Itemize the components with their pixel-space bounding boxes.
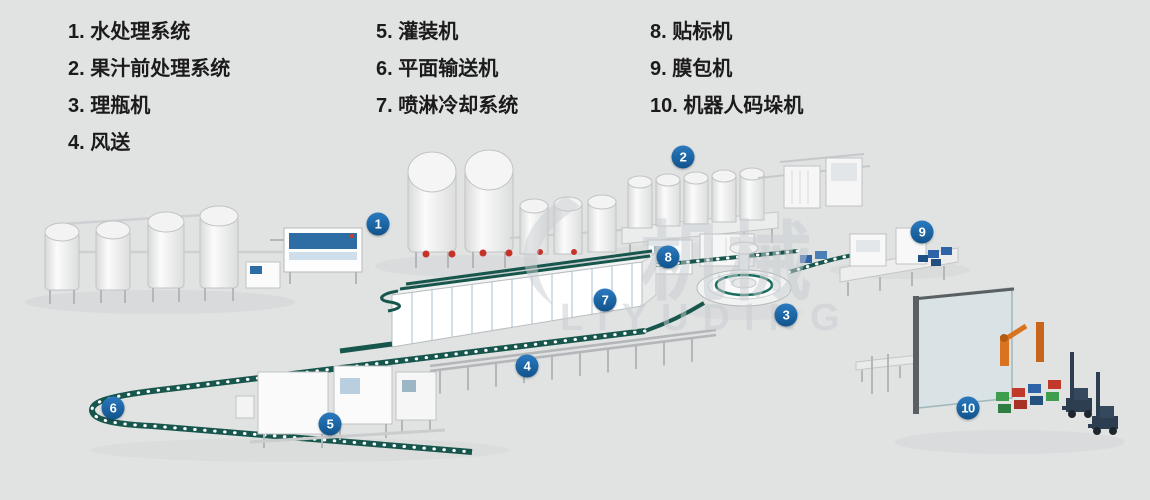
forklift-1 xyxy=(1062,352,1092,418)
badge-9-film-wrapper: 9 xyxy=(910,220,934,244)
badge-6-flat-conveyor: 6 xyxy=(101,396,125,420)
pretreatment-control-cabinet xyxy=(270,227,363,284)
air-conveyor-truss xyxy=(429,328,717,394)
water-treatment-tanks xyxy=(44,205,283,304)
badge-4-air-conveyor: 4 xyxy=(515,354,539,378)
wrapped-packs xyxy=(800,247,952,266)
juice-pretreatment-platform xyxy=(621,167,779,258)
legend-item-8: 8. 贴标机 xyxy=(650,21,733,43)
filling-machine xyxy=(235,365,446,448)
large-tanks xyxy=(407,149,514,268)
bottle-unscrambler xyxy=(644,241,856,333)
badge-1-water-treatment: 1 xyxy=(366,212,390,236)
legend-item-2: 2. 果汁前处理系统 xyxy=(68,58,231,80)
top-right-machines xyxy=(757,153,871,209)
legend-column-3: 8. 贴标机 9. 膜包机 10. 机器人码垛机 xyxy=(650,14,803,125)
legend: 1. 水处理系统 2. 果汁前处理系统 3. 理瓶机 4. 风送 5. 灌装机 … xyxy=(0,0,1150,160)
legend-column-1: 1. 水处理系统 2. 果汁前处理系统 3. 理瓶机 4. 风送 xyxy=(68,14,230,162)
badge-5-filling-machine: 5 xyxy=(318,412,342,436)
forklift-2 xyxy=(1088,372,1118,435)
badge-10-robot-palletizer: 10 xyxy=(956,396,980,420)
legend-item-4: 4. 风送 xyxy=(68,132,131,154)
flat-conveyor-loop xyxy=(88,328,647,455)
product-stacks xyxy=(996,380,1061,413)
badge-3-bottle-unscrambler: 3 xyxy=(774,303,798,327)
badge-8-labeling-machine: 8 xyxy=(656,245,680,269)
legend-item-7: 7. 喷淋冷却系统 xyxy=(376,95,519,117)
legend-item-6: 6. 平面输送机 xyxy=(376,58,499,80)
legend-item-1: 1. 水处理系统 xyxy=(68,21,191,43)
glass-guard-wall xyxy=(917,287,1013,409)
legend-item-5: 5. 灌装机 xyxy=(376,21,459,43)
robot-palletizer xyxy=(855,287,1118,435)
legend-item-9: 9. 膜包机 xyxy=(650,58,733,80)
valve-red-dots xyxy=(422,249,513,258)
badge-2-juice-pretreatment: 2 xyxy=(671,145,695,169)
robot-arm xyxy=(1000,322,1044,366)
badge-7-spray-cooling: 7 xyxy=(593,288,617,312)
legend-item-3: 3. 理瓶机 xyxy=(68,95,151,117)
legend-item-10: 10. 机器人码垛机 xyxy=(650,95,804,117)
legend-column-2: 5. 灌装机 6. 平面输送机 7. 喷淋冷却系统 xyxy=(376,14,518,125)
